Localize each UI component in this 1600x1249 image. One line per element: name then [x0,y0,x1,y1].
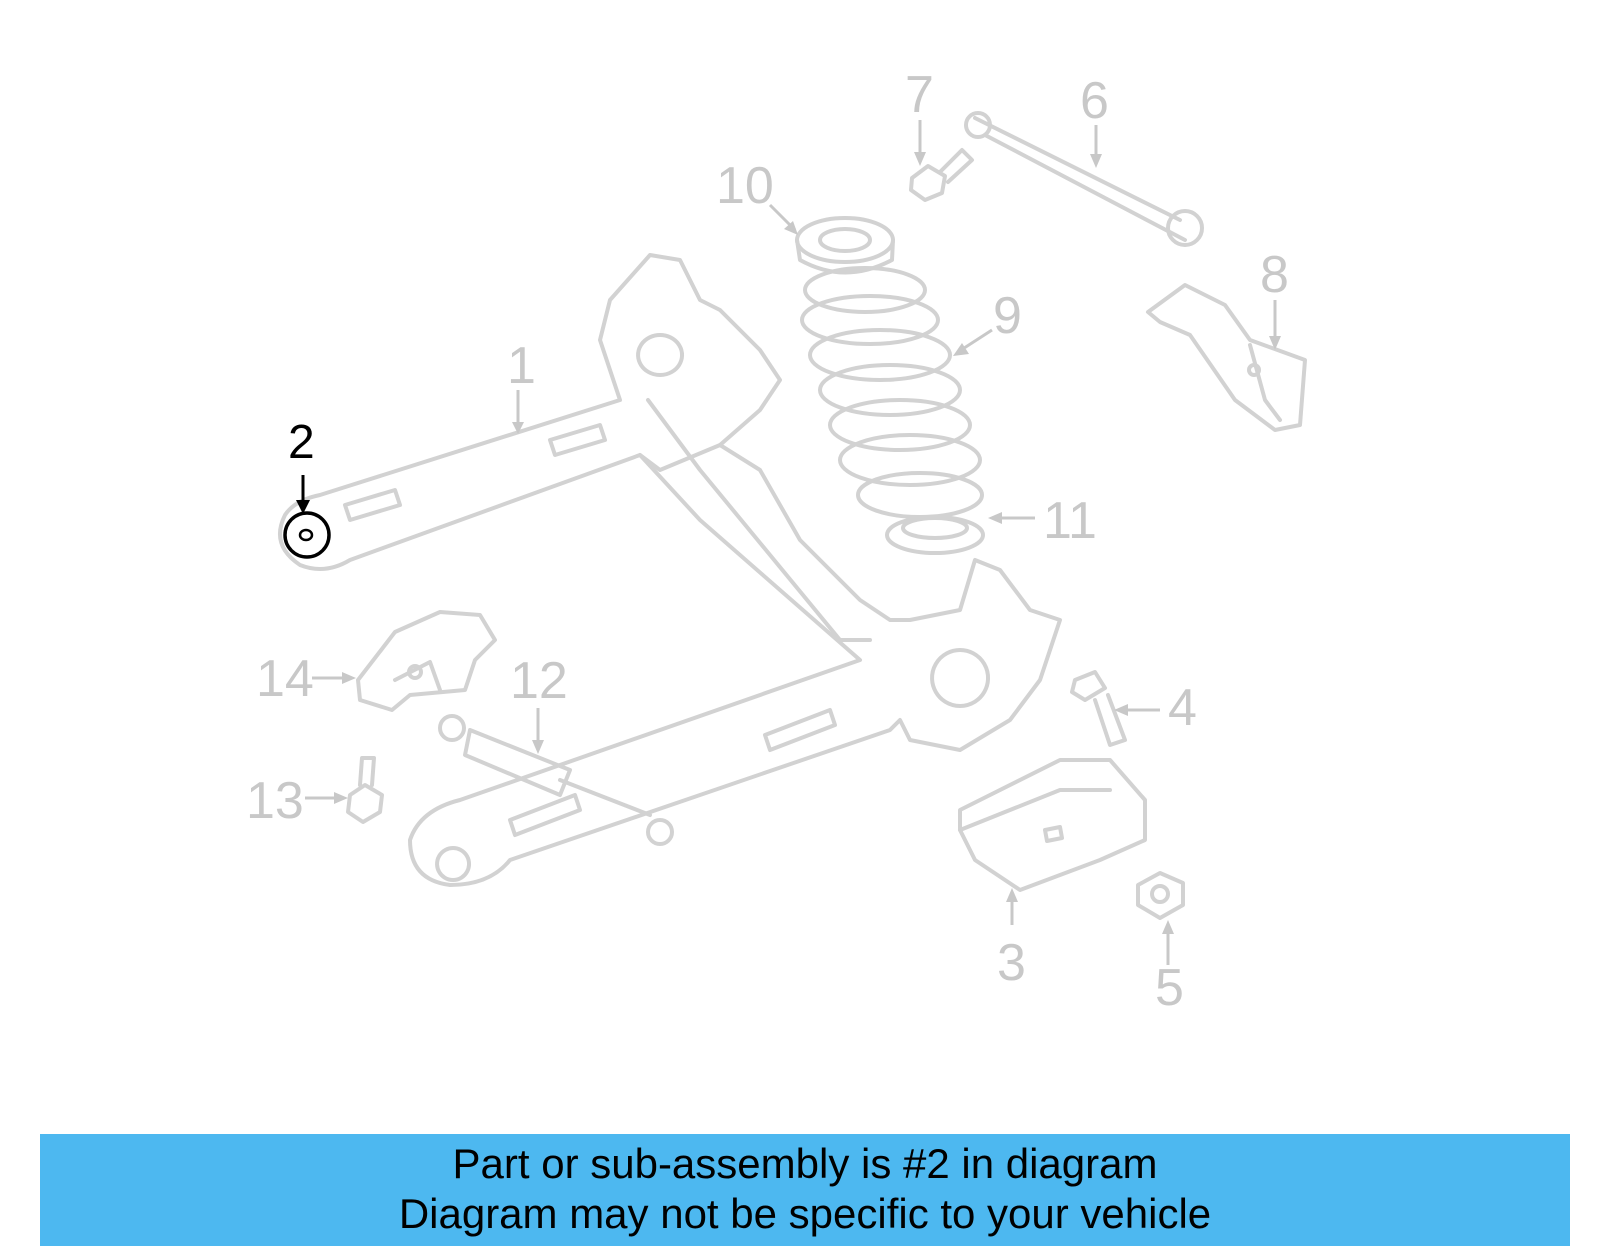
callout-labels: 1 2 3 4 5 6 7 8 9 10 11 12 13 14 [246,66,1289,1017]
callout-13: 13 [246,772,304,830]
callout-2: 2 [288,416,315,469]
part-11-lower-insulator [885,515,985,555]
part-13-bolt [346,756,384,824]
leader-11 [988,512,1035,524]
callout-7: 7 [905,66,934,124]
callout-9: 9 [993,287,1022,345]
leader-3 [1006,888,1018,925]
part-10-upper-insulator [795,216,895,275]
callout-10: 10 [716,157,774,215]
callout-1: 1 [507,337,536,395]
callout-5: 5 [1155,959,1184,1017]
leader-13 [305,792,348,804]
leader-14 [312,672,356,684]
part-8-bracket [1146,283,1307,432]
callout-4: 4 [1168,679,1197,737]
leader-lines [296,120,1281,965]
leader-4 [1114,704,1160,716]
part-12-shock-absorber [438,714,674,846]
part-5-nut [1136,871,1185,920]
leader-5 [1162,920,1174,965]
banner-line-1: Part or sub-assembly is #2 in diagram [452,1140,1158,1187]
part-2-bushing [283,511,331,559]
part-6-link-rod [964,111,1204,247]
part-3-bracket [958,758,1147,892]
callout-11: 11 [1043,492,1097,550]
callout-8: 8 [1260,246,1289,304]
callout-14: 14 [256,650,314,708]
part-4-bolt [1070,670,1127,747]
part-9-coil-spring [800,266,984,519]
callout-3: 3 [997,934,1026,992]
leader-1 [512,390,524,434]
callout-12: 12 [510,652,568,710]
part-14-bracket [356,610,497,712]
leader-7 [914,120,926,166]
part-7-bolt [909,148,974,202]
leader-9 [953,328,993,356]
leader-10 [768,203,798,235]
info-banner: Part or sub-assembly is #2 in diagram Di… [40,1134,1570,1246]
leader-12 [532,708,544,754]
part-1-axle-assembly [278,253,1062,887]
leader-2 [296,475,310,514]
leader-8 [1269,300,1281,350]
callout-6: 6 [1080,72,1109,130]
leader-6 [1090,125,1102,168]
banner-line-2: Diagram may not be specific to your vehi… [398,1190,1212,1237]
